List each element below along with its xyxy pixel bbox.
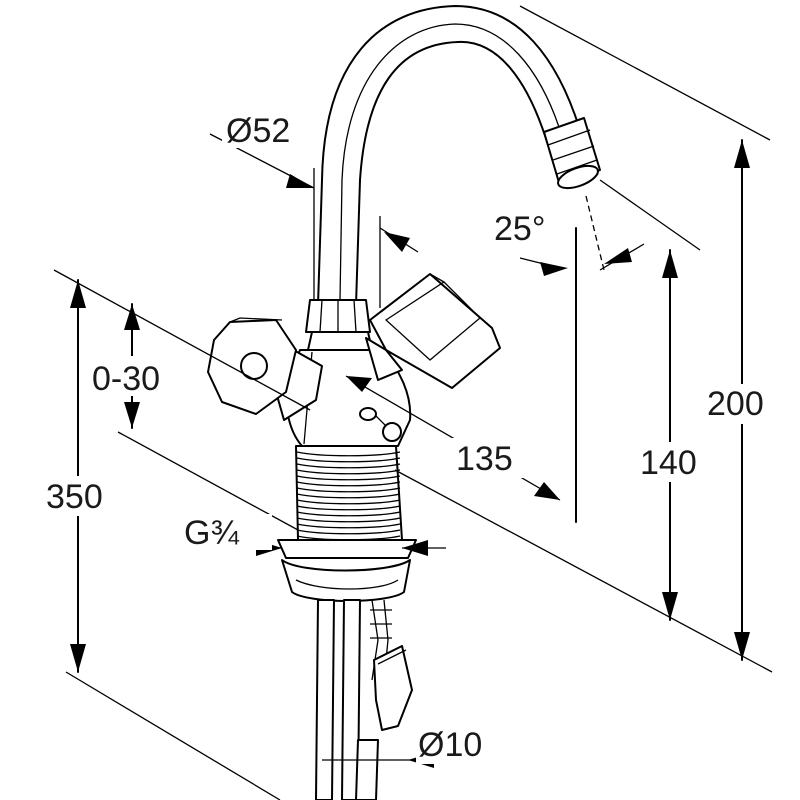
left-handle bbox=[207, 317, 323, 421]
thread-line bbox=[296, 475, 401, 481]
thread-line bbox=[296, 511, 401, 517]
lift-rod-weight bbox=[355, 645, 413, 800]
spout-nut bbox=[305, 299, 373, 351]
label-rod-diameter: Ø10 bbox=[418, 726, 482, 764]
thread-line bbox=[296, 505, 401, 511]
label-handle-range: 0-30 bbox=[92, 360, 160, 398]
label-spout-height: 140 bbox=[640, 444, 697, 482]
thread-line bbox=[296, 487, 401, 493]
thread-line bbox=[296, 517, 401, 523]
mounting-flange bbox=[277, 539, 417, 602]
label-reach: 135 bbox=[456, 440, 513, 478]
thread-line bbox=[296, 457, 401, 463]
thread-line bbox=[296, 469, 401, 475]
label-thread: G¾ bbox=[184, 514, 239, 552]
aerator bbox=[543, 117, 601, 190]
label-spout-diameter: Ø52 bbox=[226, 112, 290, 150]
thread-line bbox=[296, 493, 401, 499]
body-marking bbox=[359, 407, 402, 442]
right-handle bbox=[365, 273, 501, 389]
dimension-lines bbox=[53, 5, 773, 800]
thread-line bbox=[296, 481, 401, 487]
supply-pipes bbox=[315, 599, 392, 800]
label-overall-length: 350 bbox=[46, 478, 103, 516]
thread-line bbox=[296, 523, 401, 529]
thread-line bbox=[296, 529, 401, 535]
label-spout-angle: 25° bbox=[494, 210, 545, 248]
thread-line bbox=[296, 451, 401, 457]
thread-line bbox=[296, 463, 401, 469]
thread-line bbox=[296, 499, 401, 505]
threaded-shank bbox=[295, 445, 403, 541]
faucet bbox=[207, 5, 601, 800]
dimension-labels: Ø52 25° 0-30 135 140 200 350 G¾ Ø10 bbox=[44, 108, 780, 764]
label-total-height: 200 bbox=[707, 385, 764, 423]
